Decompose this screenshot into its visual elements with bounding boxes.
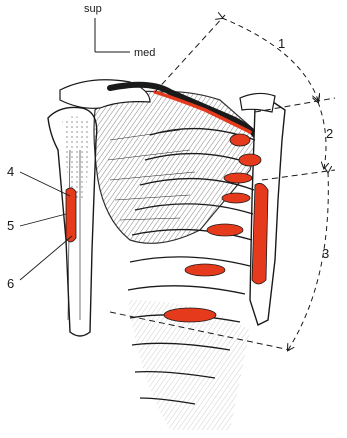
humerus-insertion <box>66 188 76 242</box>
label-4: 4 <box>7 164 14 179</box>
rib-slip-6 <box>185 264 225 276</box>
sternal-muscle-band <box>252 183 268 284</box>
rib-slip-7 <box>164 308 216 322</box>
label-3: 3 <box>322 246 329 261</box>
label-1: 1 <box>278 36 285 51</box>
rib-slip-5 <box>207 224 243 236</box>
med-label: med <box>134 47 155 59</box>
rib-slip-3 <box>224 173 252 183</box>
label-6: 6 <box>7 276 14 291</box>
label-2: 2 <box>326 126 333 141</box>
rib-slip-1 <box>230 134 250 146</box>
rib-slip-2 <box>239 154 261 166</box>
rib-7 <box>128 286 245 294</box>
sup-label: sup <box>84 3 102 15</box>
label-5: 5 <box>7 218 14 233</box>
rib-slip-4 <box>222 193 250 203</box>
orientation-axes: sup med <box>84 3 155 59</box>
rib-6 <box>130 257 250 266</box>
